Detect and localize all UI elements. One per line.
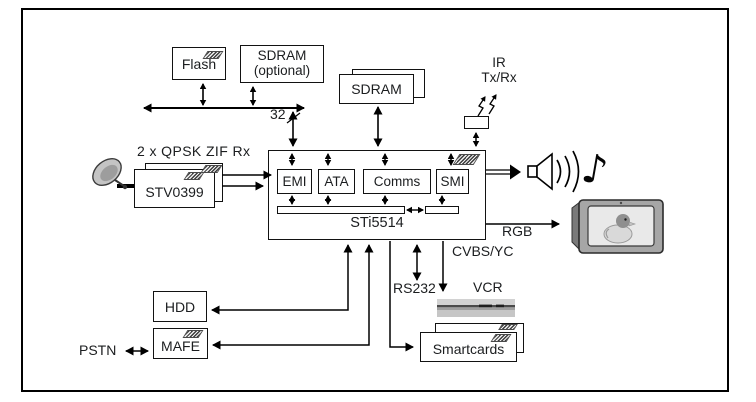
ir-signal-icon <box>477 94 497 117</box>
tv-icon <box>571 199 664 254</box>
ir-window <box>464 116 489 129</box>
ir-label: IR Tx/Rx <box>468 55 530 86</box>
speaker-icon <box>527 150 580 193</box>
ir-label-1: IR <box>492 55 506 70</box>
stv0399-box: STV0399 <box>134 169 215 208</box>
satellite-dish-icon <box>92 158 128 190</box>
flash-box: Flash <box>172 47 226 80</box>
emi-label: EMI <box>282 174 307 189</box>
smartcards-label: Smartcards <box>432 340 505 357</box>
sdram-box: SDRAM <box>339 74 414 104</box>
smi-label: SMI <box>440 174 465 189</box>
hdd-label: HDD <box>164 298 196 315</box>
diagram-frame <box>21 8 729 392</box>
ata-block: ATA <box>318 169 355 194</box>
rgb-label: RGB <box>502 223 533 239</box>
ir-label-2: Tx/Rx <box>481 69 517 85</box>
rs232-label: RS232 <box>393 280 436 296</box>
smi-block: SMI <box>436 169 469 194</box>
mafe-box: MAFE <box>153 328 208 359</box>
sdram-optional-label-2: (optional) <box>253 63 311 78</box>
hdd-box: HDD <box>153 291 207 322</box>
tuner-input-label: 2 x QPSK ZIF Rx <box>137 143 251 159</box>
pstn-label: PSTN <box>79 342 117 358</box>
bus-width-label: 32 <box>270 106 286 122</box>
emi-block: EMI <box>277 169 312 194</box>
sdram-optional-box: SDRAM (optional) <box>240 45 324 83</box>
internal-bus-bar-long <box>277 206 405 214</box>
vcr-icon <box>437 299 515 317</box>
sdram-label: SDRAM <box>351 81 402 97</box>
comms-block: Comms <box>363 169 431 194</box>
chip-name-label: STi5514 <box>350 215 404 231</box>
sdram-optional-label-1: SDRAM <box>257 48 307 64</box>
vcr-label: VCR <box>473 279 503 295</box>
stv0399-label: STV0399 <box>145 183 204 200</box>
comms-label: Comms <box>373 174 421 189</box>
cvbs-label: CVBS/YC <box>452 243 514 259</box>
ata-label: ATA <box>324 174 349 189</box>
flash-label: Flash <box>181 55 217 72</box>
internal-bus-bar-short <box>425 206 459 214</box>
mafe-label: MAFE <box>161 337 200 354</box>
